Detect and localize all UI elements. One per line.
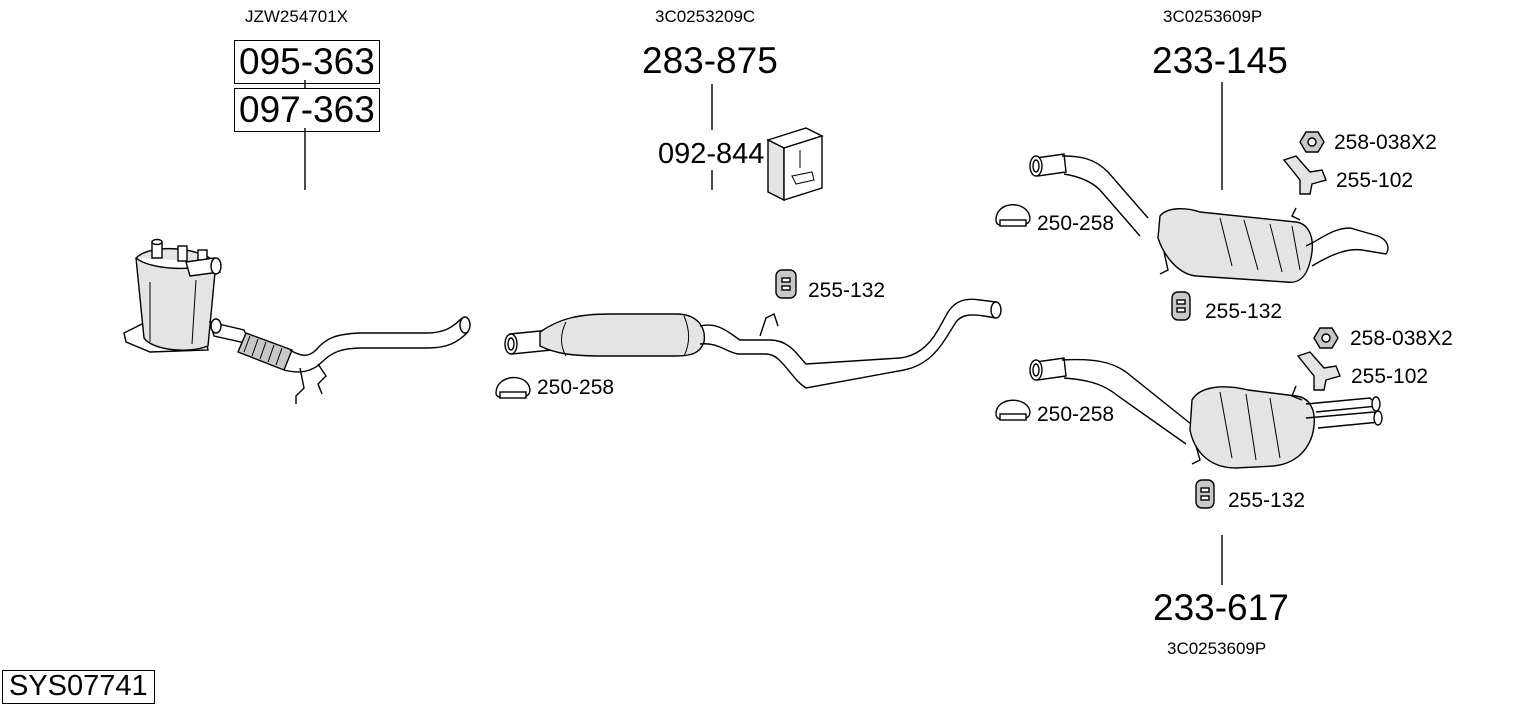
clamp-250-258-icon[interactable] [495, 376, 531, 399]
rear-lower-clamp-label[interactable]: 250-258 [1037, 403, 1115, 426]
rear-lower-bracket-label[interactable]: 255-102 [1351, 365, 1429, 388]
rear-lower-nut-label[interactable]: 258-038X2 [1350, 327, 1453, 350]
bracket-255-102-icon[interactable] [1296, 351, 1341, 391]
nut-258-038x2-icon[interactable] [1299, 131, 1325, 153]
rubber-hanger-255-132-icon[interactable] [1195, 479, 1215, 509]
middle-silencer-part-drawing[interactable] [504, 298, 1002, 389]
bracket-255-102-icon[interactable] [1282, 155, 1327, 195]
rear-lower-part-number[interactable]: 233-617 [1153, 587, 1289, 628]
middle-clamp-label[interactable]: 250-258 [537, 376, 615, 399]
clamp-250-258-icon[interactable] [995, 399, 1031, 421]
front-oem-number: JZW254701X [245, 7, 348, 26]
rear-lower-hanger-label[interactable]: 255-132 [1228, 489, 1306, 512]
rear-upper-bracket-label[interactable]: 255-102 [1336, 169, 1414, 192]
rubber-hanger-255-132-icon[interactable] [1171, 291, 1191, 321]
front-part-number-box[interactable]: 095-363 [234, 40, 380, 84]
system-code-box: SYS07741 [2, 670, 155, 704]
rear-upper-hanger-label[interactable]: 255-132 [1205, 300, 1283, 323]
rear-lower-oem-number: 3C0253609P [1167, 639, 1267, 658]
nut-258-038x2-icon[interactable] [1313, 327, 1339, 349]
rear-upper-oem-number: 3C0253609P [1163, 7, 1263, 26]
rear-upper-nut-label[interactable]: 258-038X2 [1334, 131, 1437, 154]
rear-upper-part-number[interactable]: 233-145 [1152, 40, 1288, 81]
middle-kit-number[interactable]: 092-844 [658, 138, 765, 170]
rear-lower-silencer-part-drawing[interactable] [1029, 357, 1383, 469]
clamp-250-258-icon[interactable] [995, 204, 1031, 227]
middle-oem-number: 3C0253209C [655, 7, 756, 26]
middle-hanger-label[interactable]: 255-132 [808, 279, 886, 302]
fitting-kit-box-icon[interactable] [766, 127, 824, 202]
front-dpf-part-drawing[interactable] [123, 238, 471, 405]
middle-part-number[interactable]: 283-875 [642, 40, 778, 81]
rear-upper-silencer-part-drawing[interactable] [1029, 153, 1389, 284]
rubber-hanger-255-132-icon[interactable] [775, 269, 797, 299]
front-alt-part-number-box[interactable]: 097-363 [234, 88, 380, 132]
rear-upper-clamp-label[interactable]: 250-258 [1037, 212, 1115, 235]
